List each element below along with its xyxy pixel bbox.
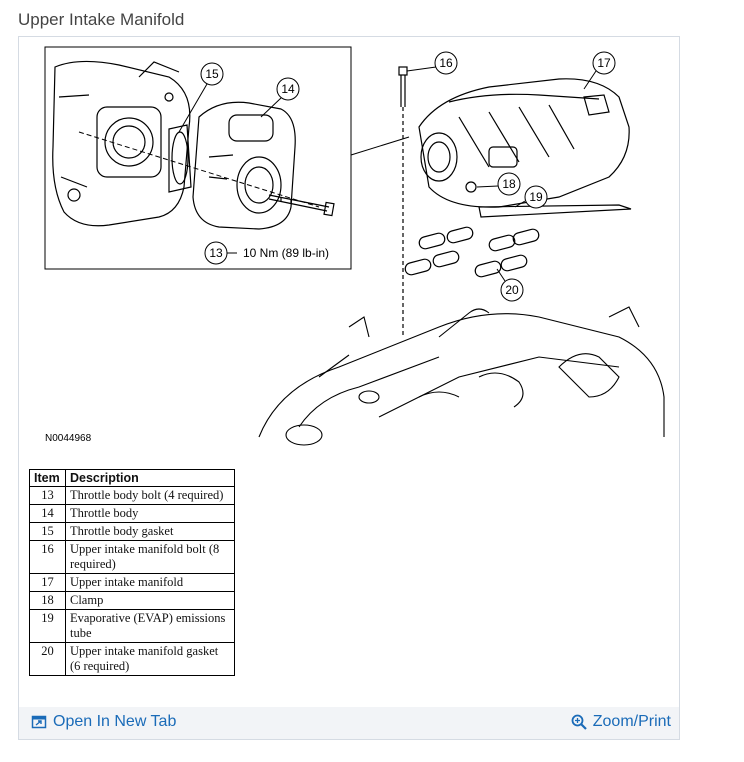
zoom-print-link[interactable]: Zoom/Print [571,713,671,731]
callout-18: 18 [476,172,521,196]
item-description: Upper intake manifold [65,573,235,592]
svg-text:13: 13 [209,246,223,260]
item-number: 17 [29,573,66,592]
item-number: 19 [29,609,66,643]
item-number: 20 [29,642,66,676]
col-description-header: Description [65,469,235,487]
open-in-new-tab-label: Open In New Tab [53,713,177,730]
item-number: 18 [29,591,66,610]
svg-text:19: 19 [529,190,543,204]
svg-text:14: 14 [281,82,295,96]
callout-17: 17 [583,51,616,90]
content-panel: 15 14 13 10 Nm (89 lb-in) 16 [18,36,680,740]
item-description: Clamp [65,591,235,610]
svg-text:17: 17 [597,56,611,70]
item-number: 16 [29,540,66,574]
svg-text:15: 15 [205,67,219,81]
evap-tube-drawing [478,204,632,218]
item-description: Upper intake manifold gasket (6 required… [65,642,235,676]
manifold-gaskets-drawing [404,226,540,278]
zoom-print-label: Zoom/Print [592,713,671,730]
callout-16: 16 [406,51,458,75]
torque-spec: 10 Nm (89 lb-in) [243,246,329,260]
item-description: Throttle body bolt (4 required) [65,486,235,505]
page-title: Upper Intake Manifold [18,10,185,29]
item-number: 15 [29,522,66,541]
callout-14: 14 [260,77,300,118]
bolt-drawing [268,194,335,217]
svg-text:16: 16 [439,56,453,70]
svg-text:20: 20 [505,283,519,297]
magnifier-icon [571,714,587,730]
open-in-new-tab-link[interactable]: Open In New Tab [31,713,176,731]
figure-code: N0044968 [45,433,92,444]
item-description: Evaporative (EVAP) emissions tube [65,609,235,643]
item-number: 13 [29,486,66,505]
col-item-header: Item [29,469,66,487]
manifold-bolt-drawing [398,66,408,337]
exploded-diagram: 15 14 13 10 Nm (89 lb-in) 16 [19,37,679,487]
item-description: Throttle body [65,504,235,523]
inset-frame [44,46,352,270]
callout-19: 19 [514,185,548,209]
lower-engine-drawing [258,306,665,446]
item-description: Throttle body gasket [65,522,235,541]
gasket-drawing [168,124,192,193]
action-bar: Open In New Tab Zoom/Print [19,707,679,739]
callout-13: 13 10 Nm (89 lb-in) [204,241,329,265]
callout-15: 15 [178,62,224,133]
item-description: Upper intake manifold bolt (8 required) [65,540,235,574]
intake-housing-drawing [52,60,191,227]
upper-manifold-drawing [418,78,630,208]
svg-text:18: 18 [502,177,516,191]
open-new-tab-icon [31,715,47,729]
callouts: 15 14 13 10 Nm (89 lb-in) 16 [178,51,616,302]
item-number: 14 [29,504,66,523]
throttle-body-drawing [192,101,296,230]
table-header-row: Item Description [29,469,235,487]
callout-20: 20 [496,268,524,302]
